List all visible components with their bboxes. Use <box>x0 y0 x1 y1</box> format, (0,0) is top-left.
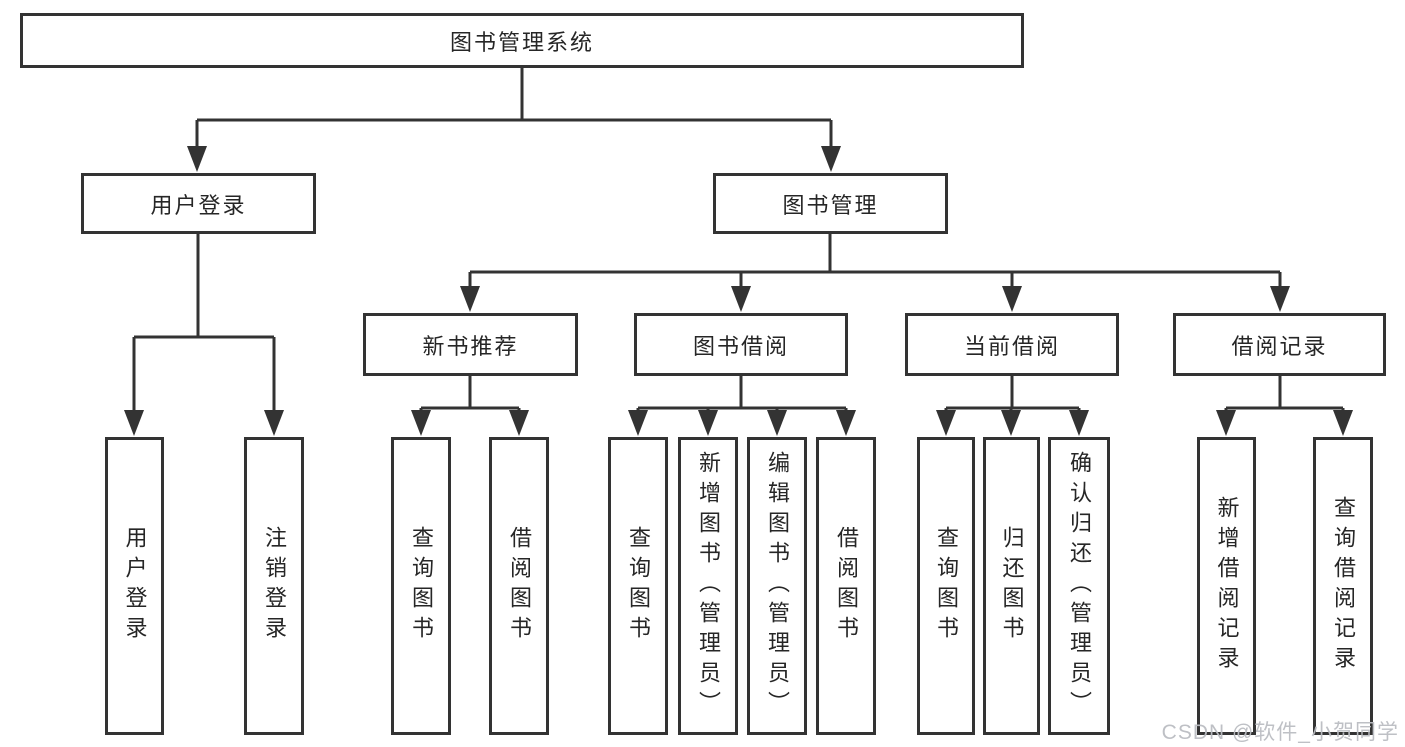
connector-line <box>944 376 1081 414</box>
leaf-add-books-admin: 新增图书（管理员） <box>678 437 738 735</box>
node-current-borrowing: 当前借阅 <box>905 313 1119 376</box>
leaf-add-borrow-record: 新增借阅记录 <box>1197 437 1256 735</box>
connector-line <box>419 376 521 414</box>
arrow-down-icon <box>698 410 718 436</box>
node-book-management: 图书管理 <box>713 173 948 234</box>
arrow-down-icon <box>1270 286 1290 312</box>
node-label: 确认归还（管理员） <box>1067 451 1092 721</box>
arrow-down-icon <box>264 410 284 436</box>
arrow-down-icon <box>628 410 648 436</box>
node-label: 图书管理 <box>782 192 879 218</box>
arrow-down-icon <box>1069 410 1089 436</box>
node-label: 图书借阅 <box>692 333 789 359</box>
arrow-down-icon <box>767 410 787 436</box>
node-label: 编辑图书（管理员） <box>765 451 790 721</box>
node-label: 借阅记录 <box>1231 333 1328 359</box>
leaf-query-books-borrowing: 查询图书 <box>608 437 668 735</box>
arrow-down-icon <box>460 286 480 312</box>
arrow-down-icon <box>187 146 207 172</box>
node-label: 注销登录 <box>262 526 287 646</box>
connector-line <box>195 68 833 150</box>
node-label: 借阅图书 <box>507 526 532 646</box>
node-new-book-recommendation: 新书推荐 <box>363 313 578 376</box>
node-book-borrowing: 图书借阅 <box>634 313 848 376</box>
leaf-logout: 注销登录 <box>244 437 304 735</box>
node-label: 当前借阅 <box>963 333 1060 359</box>
arrow-down-icon <box>509 410 529 436</box>
leaf-return-books: 归还图书 <box>983 437 1040 735</box>
arrow-down-icon <box>836 410 856 436</box>
node-user-login: 用户登录 <box>81 173 316 234</box>
leaf-query-borrow-record: 查询借阅记录 <box>1313 437 1373 735</box>
node-label: 查询借阅记录 <box>1331 496 1356 676</box>
arrow-down-icon <box>1216 410 1236 436</box>
connector-line <box>468 234 1282 290</box>
arrow-down-icon <box>1001 410 1021 436</box>
watermark: CSDN @软件_小贺同学 <box>1161 721 1399 744</box>
arrow-down-icon <box>124 410 144 436</box>
connector-line <box>1224 376 1345 414</box>
arrow-down-icon <box>936 410 956 436</box>
leaf-confirm-return-admin: 确认归还（管理员） <box>1048 437 1110 735</box>
connector-line <box>636 376 848 414</box>
node-label: 查询图书 <box>934 526 959 646</box>
node-label: 借阅图书 <box>834 526 859 646</box>
leaf-query-books-current: 查询图书 <box>917 437 975 735</box>
leaf-edit-books-admin: 编辑图书（管理员） <box>747 437 807 735</box>
node-label: 用户登录 <box>150 192 247 218</box>
arrow-down-icon <box>1002 286 1022 312</box>
node-label: 归还图书 <box>999 526 1025 646</box>
connector-line <box>132 234 276 414</box>
node-library-management-system: 图书管理系统 <box>20 13 1024 68</box>
leaf-borrow-books: 借阅图书 <box>816 437 876 735</box>
node-label: 查询图书 <box>409 526 434 646</box>
node-label: 新书推荐 <box>422 333 519 359</box>
leaf-borrow-books-recommend: 借阅图书 <box>489 437 549 735</box>
node-label: 图书管理系统 <box>449 29 594 55</box>
node-borrowing-records: 借阅记录 <box>1173 313 1386 376</box>
node-label: 查询图书 <box>626 526 651 646</box>
arrow-down-icon <box>731 286 751 312</box>
node-label: 新增图书（管理员） <box>696 451 721 721</box>
arrow-down-icon <box>411 410 431 436</box>
leaf-user-login: 用户登录 <box>105 437 164 735</box>
node-label: 用户登录 <box>122 526 148 646</box>
arrow-down-icon <box>821 146 841 172</box>
leaf-query-books-recommend: 查询图书 <box>391 437 451 735</box>
arrow-down-icon <box>1333 410 1353 436</box>
node-label: 新增借阅记录 <box>1214 496 1240 676</box>
